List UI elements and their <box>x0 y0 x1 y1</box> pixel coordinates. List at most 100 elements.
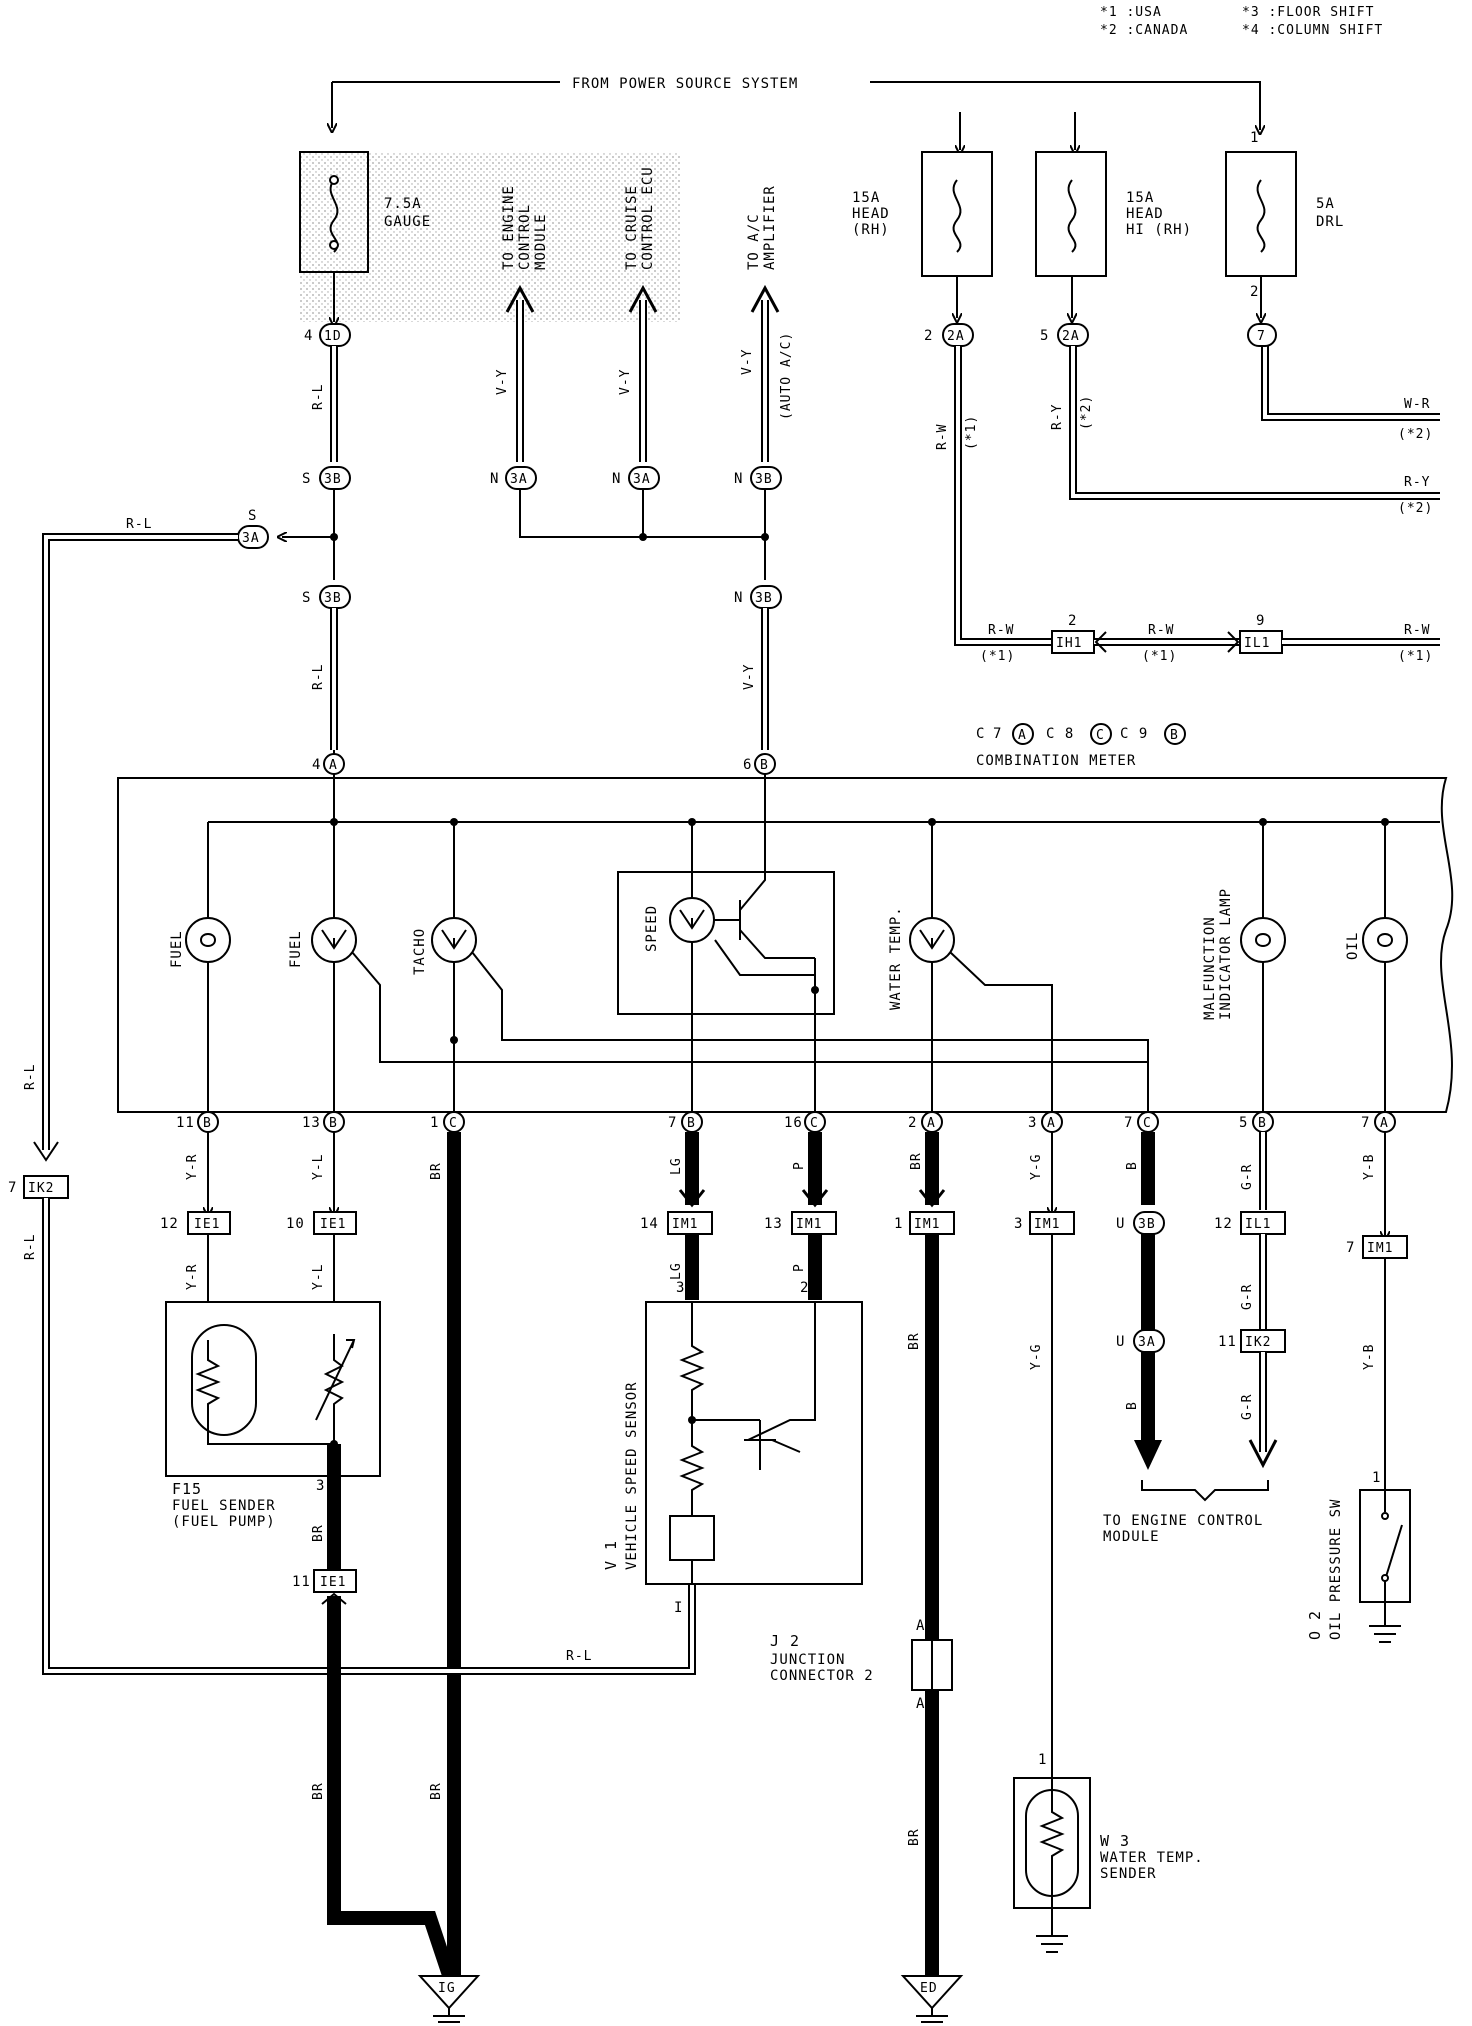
svg-text:LG: LG <box>669 1157 684 1175</box>
svg-text:C 9: C 9 <box>1120 726 1148 742</box>
water-temp-sender-id: W 3 <box>1100 1832 1130 1850</box>
svg-text:CONTROL: CONTROL <box>517 204 533 270</box>
svg-text:3B: 3B <box>755 472 773 487</box>
svg-text:1: 1 <box>1038 1752 1047 1768</box>
lower-wires: Y-R IE1 12 Y-R 1 Y-L IE1 10 Y-L 2 BR BR … <box>160 1132 1408 1990</box>
svg-text:AMPLIFIER: AMPLIFIER <box>762 185 778 270</box>
svg-text:C: C <box>976 726 985 742</box>
svg-text:(*2): (*2) <box>1398 427 1433 442</box>
speed-sensor-id: V 1 <box>602 1540 620 1570</box>
fuel-sender-sub: (FUEL PUMP) <box>172 1514 276 1530</box>
svg-text:Y-L: Y-L <box>311 1264 326 1290</box>
svg-text:2A: 2A <box>947 329 965 344</box>
fuse-head-hi-amp: 15A <box>1126 190 1154 206</box>
svg-text:C: C <box>449 1116 458 1131</box>
svg-text:BR: BR <box>429 1782 444 1800</box>
ground-ed: ED <box>900 1975 964 2023</box>
connector-row-upper: 3B S 3A N 3A N 3B N <box>302 466 782 490</box>
svg-text:G-R: G-R <box>1240 1394 1255 1420</box>
svg-text:2A: 2A <box>1062 329 1080 344</box>
svg-text:N: N <box>490 471 499 487</box>
connector-2a-left: 2A 2 <box>924 323 974 347</box>
svg-text:7: 7 <box>1346 1240 1355 1256</box>
connector-im1-e: IM1 <box>1367 1241 1393 1256</box>
svg-text:3A: 3A <box>510 472 528 487</box>
svg-text:A: A <box>1047 1116 1056 1131</box>
svg-text:A: A <box>927 1116 936 1131</box>
speed-sensor-name: VEHICLE SPEED SENSOR <box>624 1381 640 1570</box>
svg-text:(*1): (*1) <box>964 415 979 450</box>
legend-floor-shift: *3 :FLOOR SHIFT <box>1242 5 1374 20</box>
fuse-drl-name: DRL <box>1316 214 1344 230</box>
wire-r-l-top: R-L <box>311 346 338 462</box>
svg-text:B: B <box>760 758 769 773</box>
svg-text:3A: 3A <box>1138 1335 1156 1350</box>
fuel-sender-name: FUEL SENDER <box>172 1498 276 1514</box>
svg-text:B: B <box>329 1116 338 1131</box>
fuel-sender: 3 BR F15 FUEL SENDER (FUEL PUMP) IE1 11 … <box>165 1301 461 1993</box>
svg-text:A: A <box>916 1618 925 1634</box>
svg-text:10: 10 <box>286 1216 305 1232</box>
oil-pressure-switch: O 2 OIL PRESSURE SW <box>1306 1489 1411 1643</box>
svg-text:V-Y: V-Y <box>740 349 755 375</box>
svg-text:A: A <box>916 1696 925 1712</box>
oil-switch-name: OIL PRESSURE SW <box>1328 1499 1344 1640</box>
svg-text:R-L: R-L <box>23 1234 38 1260</box>
ground-ig: IG <box>417 1975 481 2023</box>
svg-text:5: 5 <box>1040 328 1049 344</box>
svg-text:6: 6 <box>743 757 752 773</box>
oil-switch-id: O 2 <box>1306 1610 1324 1640</box>
svg-text:S: S <box>302 590 311 606</box>
svg-text:B: B <box>1170 728 1179 743</box>
svg-text:TO ENGINE: TO ENGINE <box>501 185 517 270</box>
svg-text:P: P <box>792 1263 807 1272</box>
gauge-tacho: TACHO <box>412 928 428 975</box>
svg-text:TO CRUISE: TO CRUISE <box>624 185 640 270</box>
svg-text:A: A <box>1380 1116 1389 1131</box>
svg-text:13: 13 <box>302 1115 321 1131</box>
svg-text:N: N <box>734 590 743 606</box>
svg-text:12: 12 <box>1214 1216 1233 1232</box>
svg-text:V-Y: V-Y <box>742 664 757 690</box>
meter-top-pins: A 4 B 6 <box>312 750 776 775</box>
svg-text:C: C <box>1143 1116 1152 1131</box>
svg-text:Y-R: Y-R <box>185 1264 200 1290</box>
meter-bottom-pins: B 11 B 13 C 1 B 7 C 16 A 2 A 3 C 7 B 5 A… <box>176 1111 1396 1133</box>
connector-il1-bottom: IL1 <box>1245 1217 1271 1232</box>
svg-text:14: 14 <box>640 1216 659 1232</box>
connector-7: 7 <box>1247 323 1277 347</box>
svg-text:R-W: R-W <box>935 424 950 450</box>
svg-text:Y-B: Y-B <box>1362 1154 1377 1180</box>
gauge-oil: OIL <box>1345 932 1361 960</box>
connector-ie1-c: IE1 <box>320 1575 346 1590</box>
svg-text:(*2): (*2) <box>1079 395 1094 430</box>
svg-text:7: 7 <box>668 1115 677 1131</box>
svg-text:2: 2 <box>924 328 933 344</box>
svg-text:A: A <box>1018 728 1027 743</box>
svg-text:R-Y: R-Y <box>1050 404 1065 430</box>
svg-text:B: B <box>1125 1401 1140 1410</box>
connector-im1-a: IM1 <box>672 1217 698 1232</box>
gauge-malfunction: MALFUNCTION <box>1202 916 1218 1020</box>
svg-text:I: I <box>674 1600 683 1616</box>
svg-text:3: 3 <box>1014 1216 1023 1232</box>
svg-text:7: 7 <box>8 1180 17 1196</box>
connector-2a-right: 2A 5 <box>1040 323 1089 347</box>
wire-r-l-left-branch: 3A S R-L R-L <box>23 508 334 1150</box>
svg-text:1: 1 <box>1250 130 1259 146</box>
svg-text:BR: BR <box>311 1782 326 1800</box>
svg-text:B: B <box>1125 1161 1140 1170</box>
svg-text:B: B <box>687 1116 696 1131</box>
svg-text:R-L: R-L <box>23 1064 38 1090</box>
output-arrows: V-Y V-Y V-Y (AUTO A/C) TO ENGINE CONTROL… <box>495 166 794 462</box>
legend-column-shift: *4 :COLUMN SHIFT <box>1242 23 1383 38</box>
connector-row-lower: 3B S 3B N R-L V-Y <box>302 585 782 750</box>
connector-1d: 1D 4 <box>304 323 351 347</box>
gauge-indicator-lamp: INDICATOR LAMP <box>1218 888 1234 1020</box>
legend: *1 :USA *2 :CANADA *3 :FLOOR SHIFT *4 :C… <box>1100 5 1383 38</box>
svg-text:3A: 3A <box>633 472 651 487</box>
svg-text:TO ENGINE CONTROL: TO ENGINE CONTROL <box>1103 1513 1263 1529</box>
svg-text:N: N <box>612 471 621 487</box>
junction-sub: CONNECTOR 2 <box>770 1668 874 1684</box>
fuse-drl-amp: 5A <box>1316 196 1335 212</box>
